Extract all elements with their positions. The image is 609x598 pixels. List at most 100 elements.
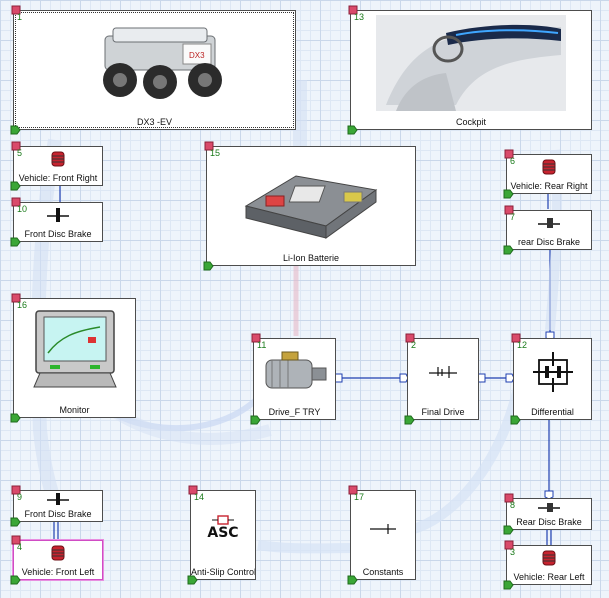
output-port-icon[interactable] — [10, 413, 21, 423]
output-port-icon[interactable] — [503, 245, 514, 255]
block-label: Front Disc Brake — [24, 509, 92, 519]
output-port-icon[interactable] — [10, 181, 21, 191]
disc-brake-icon — [14, 203, 102, 227]
block-drive-f-try[interactable]: 11 Drive_F TRY — [250, 333, 336, 425]
block-monitor[interactable]: 16 Monitor — [10, 293, 136, 423]
block-number: 2 — [411, 340, 417, 350]
block-number: 11 — [257, 340, 267, 350]
cockpit-image — [351, 11, 591, 115]
output-port-icon[interactable] — [404, 415, 415, 425]
input-port-icon[interactable] — [504, 205, 514, 215]
asc-icon-text: ASC — [207, 525, 239, 541]
block-dx3-ev[interactable]: 1 DX3 DX3 -EV — [10, 5, 296, 135]
output-port-icon[interactable] — [503, 580, 514, 590]
input-port-icon[interactable] — [11, 197, 21, 207]
block-label: Anti-Slip Control — [191, 567, 255, 577]
input-port-icon[interactable] — [11, 535, 21, 545]
block-label: rear Disc Brake — [517, 237, 580, 247]
output-port-icon[interactable] — [347, 575, 358, 585]
disc-brake-icon — [14, 491, 102, 507]
electric-motor-image — [254, 339, 335, 405]
output-port-icon[interactable] — [347, 125, 358, 135]
block-rear-disc-brake-left[interactable]: 8 Rear Disc Brake — [503, 493, 592, 535]
block-number: 15 — [210, 148, 221, 158]
input-port-icon[interactable] — [188, 485, 198, 495]
block-vehicle-rear-left[interactable]: 3 Vehicle: Rear Left — [503, 540, 592, 590]
block-number: 10 — [17, 204, 28, 214]
input-port-icon[interactable] — [11, 5, 21, 15]
block-label: Monitor — [59, 405, 90, 415]
block-label: Final Drive — [421, 407, 465, 417]
block-constants[interactable]: 17 Constants — [347, 485, 416, 585]
block-label: Vehicle: Rear Right — [510, 181, 588, 191]
input-port-icon[interactable] — [504, 540, 514, 550]
asc-icon: ASC — [191, 491, 255, 565]
disc-brake-icon — [507, 211, 591, 235]
block-vehicle-front-right[interactable]: 5 Vehicle: Front Right — [10, 141, 103, 191]
svg-text:DX3: DX3 — [189, 51, 205, 60]
block-label: DX3 -EV — [136, 117, 172, 127]
block-vehicle-rear-right[interactable]: 6 Vehicle: Rear Right — [503, 149, 592, 199]
battery-pack-image — [207, 147, 415, 251]
output-port-icon[interactable] — [10, 575, 21, 585]
input-port-icon[interactable] — [511, 333, 521, 343]
output-port-icon[interactable] — [503, 525, 514, 535]
wheel-icon — [507, 155, 591, 179]
input-port-icon[interactable] — [251, 333, 261, 343]
block-number: 14 — [194, 492, 205, 502]
block-number: 3 — [510, 547, 516, 557]
block-label: Front Disc Brake — [24, 229, 92, 239]
block-label: Differential — [531, 407, 574, 417]
block-number: 6 — [510, 156, 516, 166]
monitor-icon — [14, 299, 135, 403]
block-number: 7 — [510, 212, 516, 222]
output-port-icon[interactable] — [10, 517, 21, 527]
block-number: 13 — [354, 12, 365, 22]
block-number: 1 — [17, 12, 23, 22]
input-port-icon[interactable] — [11, 293, 21, 303]
constants-icon — [351, 491, 415, 565]
block-label: Rear Disc Brake — [516, 517, 582, 527]
input-port-icon[interactable] — [11, 485, 21, 495]
block-rear-disc-brake-right[interactable]: 7 rear Disc Brake — [503, 205, 592, 255]
block-number: 4 — [17, 542, 23, 552]
output-port-icon[interactable] — [510, 415, 521, 425]
wheel-icon — [14, 147, 102, 171]
block-front-disc-brake-right[interactable]: 10 Front Disc Brake — [10, 197, 103, 247]
block-label: Cockpit — [455, 117, 486, 127]
block-vehicle-front-left[interactable]: 4 Vehicle: Front Left — [10, 535, 103, 585]
block-number: 16 — [17, 300, 28, 310]
block-label: Constants — [362, 567, 404, 577]
wheel-icon — [507, 546, 591, 570]
input-port-icon[interactable] — [348, 485, 358, 495]
vehicle-robot-image: DX3 — [14, 11, 295, 115]
input-port-icon[interactable] — [348, 5, 358, 15]
block-differential[interactable]: 12 Differential — [510, 333, 592, 425]
output-port-icon[interactable] — [10, 125, 21, 135]
block-label: Drive_F TRY — [268, 407, 321, 417]
input-port-icon[interactable] — [204, 141, 214, 151]
output-port-icon[interactable] — [250, 415, 261, 425]
block-number: 12 — [517, 340, 528, 350]
block-anti-slip-control[interactable]: 14 ASC Anti-Slip Control — [187, 485, 256, 585]
block-front-disc-brake-left[interactable]: 9 Front Disc Brake — [10, 485, 103, 527]
block-number: 5 — [17, 148, 23, 158]
output-port-icon[interactable] — [503, 189, 514, 199]
output-port-icon[interactable] — [10, 237, 21, 247]
input-port-icon[interactable] — [504, 493, 514, 503]
block-li-ion-batterie[interactable]: 15 Li-Ion Batterie — [203, 141, 416, 271]
wheel-icon — [14, 541, 102, 565]
block-label: Vehicle: Front Left — [21, 567, 95, 577]
input-port-icon[interactable] — [504, 149, 514, 159]
input-port-icon[interactable] — [405, 333, 415, 343]
block-label: Vehicle: Rear Left — [513, 572, 585, 582]
disc-brake-icon — [507, 499, 591, 515]
block-number: 17 — [354, 492, 365, 502]
block-final-drive[interactable]: 2 Final Drive — [404, 333, 479, 425]
output-port-icon[interactable] — [203, 261, 214, 271]
block-cockpit[interactable]: 13 Cockpit — [347, 5, 592, 135]
output-port-icon[interactable] — [187, 575, 198, 585]
block-number: 8 — [510, 500, 516, 510]
input-port-icon[interactable] — [11, 141, 21, 151]
